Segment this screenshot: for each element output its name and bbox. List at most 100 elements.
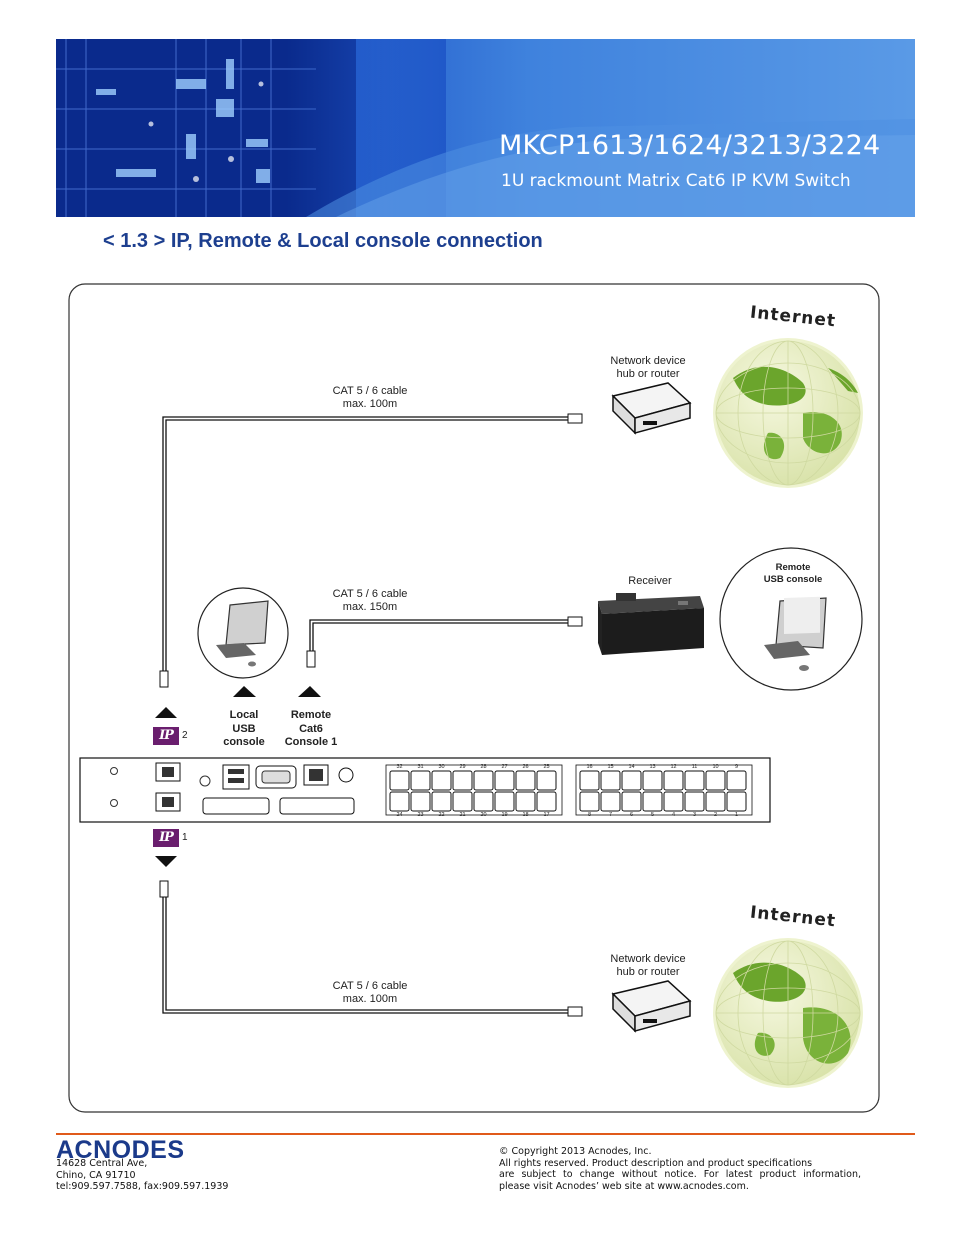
remote-cat6-label: Remote Cat6 Console 1 <box>276 709 346 750</box>
remote-cat6-line2: Cat6 <box>299 722 323 735</box>
product-title: MKCP1613/1624/3213/3224 <box>499 130 881 161</box>
cables <box>162 416 568 1014</box>
usb-ports <box>222 764 250 790</box>
remote-console-circle <box>719 547 863 691</box>
switch-port-29-number: 29 <box>459 764 465 770</box>
local-console-label: Local USB console <box>214 709 274 750</box>
cable-bottom-line2: max. 100m <box>342 992 398 1005</box>
switch-port-12-number: 12 <box>670 764 676 770</box>
network-device-bottom-icon <box>611 980 692 1033</box>
arrow-up-local <box>233 686 256 697</box>
switch-port-26 <box>515 770 536 791</box>
arrows <box>155 686 321 867</box>
footer-divider <box>56 1133 915 1135</box>
remote-keyboard-icon <box>764 641 810 659</box>
switch-port-11 <box>684 770 705 791</box>
switch-port-10 <box>705 770 726 791</box>
switch-port-10-number: 10 <box>712 764 718 770</box>
switch-port-5-number: 5 <box>651 812 654 818</box>
remote-cat6-line3: Console 1 <box>284 736 338 748</box>
switch-port-13-number: 13 <box>649 764 655 770</box>
network-bottom-label: Network device hub or router <box>596 953 700 978</box>
switch-port-4 <box>663 791 684 812</box>
copyright-line-2: All rights reserved. Product description… <box>499 1157 813 1169</box>
switch-port-8 <box>579 791 600 812</box>
switch-port-17 <box>536 791 557 812</box>
cable-top-line1: CAT 5 / 6 cable <box>332 385 408 397</box>
switch-port-23 <box>410 791 431 812</box>
switch-port-21 <box>452 791 473 812</box>
switch-port-16 <box>579 770 600 791</box>
switch-port-24-number: 24 <box>396 812 402 818</box>
switch-port-30-number: 30 <box>438 764 444 770</box>
switch-port-14 <box>621 770 642 791</box>
switch-port-18-number: 18 <box>522 812 528 818</box>
local-console-circle <box>197 587 289 679</box>
switch-port-2-number: 2 <box>714 812 717 818</box>
switch-port-32-number: 32 <box>396 764 402 770</box>
globe-top-icon <box>713 338 863 488</box>
cable-top-label: CAT 5 / 6 cable max. 100m <box>320 385 420 410</box>
switch-port-3-number: 3 <box>693 812 696 818</box>
switch-port-31 <box>410 770 431 791</box>
local-monitor-icon <box>225 600 269 646</box>
cable-bottom-label: CAT 5 / 6 cable max. 100m <box>320 980 420 1005</box>
local-console-line3: console <box>223 736 265 748</box>
address-line-2: Chino, CA 91710 <box>56 1169 136 1181</box>
ip1-number: 1 <box>182 832 188 843</box>
acnodes-logo: ACNODES <box>56 1136 185 1164</box>
switch-port-18 <box>515 791 536 812</box>
local-console-line1: Local <box>229 709 259 721</box>
copyright-line-4: please visit Acnodes’ web site at www.ac… <box>499 1180 749 1192</box>
switch-port-20-number: 20 <box>480 812 486 818</box>
receiver-icon <box>598 593 704 655</box>
copyright-line-1: © Copyright 2013 Acnodes, Inc. <box>499 1146 652 1157</box>
network-bottom-line2: hub or router <box>616 965 680 978</box>
arrow-down-ip1 <box>155 856 177 867</box>
network-top-line1: Network device <box>610 355 686 367</box>
switch-port-7 <box>600 791 621 812</box>
switch-port-6-number: 6 <box>630 812 633 818</box>
globe-bottom-icon <box>713 938 863 1088</box>
switch-port-16-number: 16 <box>586 764 592 770</box>
arrow-up-remote <box>298 686 321 697</box>
network-top-label: Network device hub or router <box>596 355 700 380</box>
product-subtitle: 1U rackmount Matrix Cat6 IP KVM Switch <box>501 171 851 191</box>
cable-bottom-line1: CAT 5 / 6 cable <box>332 980 408 992</box>
switch-port-7-number: 7 <box>609 812 612 818</box>
port-bank-frame <box>385 764 563 816</box>
cable-connectors <box>159 413 583 1017</box>
switch-port-28 <box>473 770 494 791</box>
switch-port-1 <box>726 791 747 812</box>
switch-port-11-number: 11 <box>692 764 698 770</box>
diagram-drawing: 3231302928272625161514131211109242322212… <box>68 283 880 1113</box>
switch-port-4-number: 4 <box>672 812 675 818</box>
network-device-top-icon <box>611 382 692 435</box>
cable-mid-line1: CAT 5 / 6 cable <box>332 588 408 600</box>
switch-port-14-number: 14 <box>628 764 634 770</box>
switch-port-32 <box>389 770 410 791</box>
switch-port-29 <box>452 770 473 791</box>
port-bank-frame <box>575 764 753 816</box>
address-line-3: tel:909.597.7588, fax:909.597.1939 <box>56 1181 229 1192</box>
switch-port-25 <box>536 770 557 791</box>
banner-curve <box>306 119 915 217</box>
arrow-up-ip2 <box>155 707 177 718</box>
footer-copyright: © Copyright 2013 Acnodes, Inc. All right… <box>499 1146 861 1192</box>
switch-port-2 <box>705 791 726 812</box>
receiver-label: Receiver <box>628 575 672 587</box>
switch-port-19 <box>494 791 515 812</box>
switch-port-9-number: 9 <box>735 764 738 770</box>
cable-top-line2: max. 100m <box>342 397 398 410</box>
switch-port-27 <box>494 770 515 791</box>
switch-port-17-number: 17 <box>543 812 549 818</box>
switch-port-25-number: 25 <box>543 764 549 770</box>
switch-port-1-number: 1 <box>735 812 738 818</box>
switch-port-13 <box>642 770 663 791</box>
switch-port-5 <box>642 791 663 812</box>
switch-port-27-number: 27 <box>501 764 507 770</box>
ip2-number: 2 <box>182 730 188 741</box>
diagram-frame <box>68 283 880 1113</box>
